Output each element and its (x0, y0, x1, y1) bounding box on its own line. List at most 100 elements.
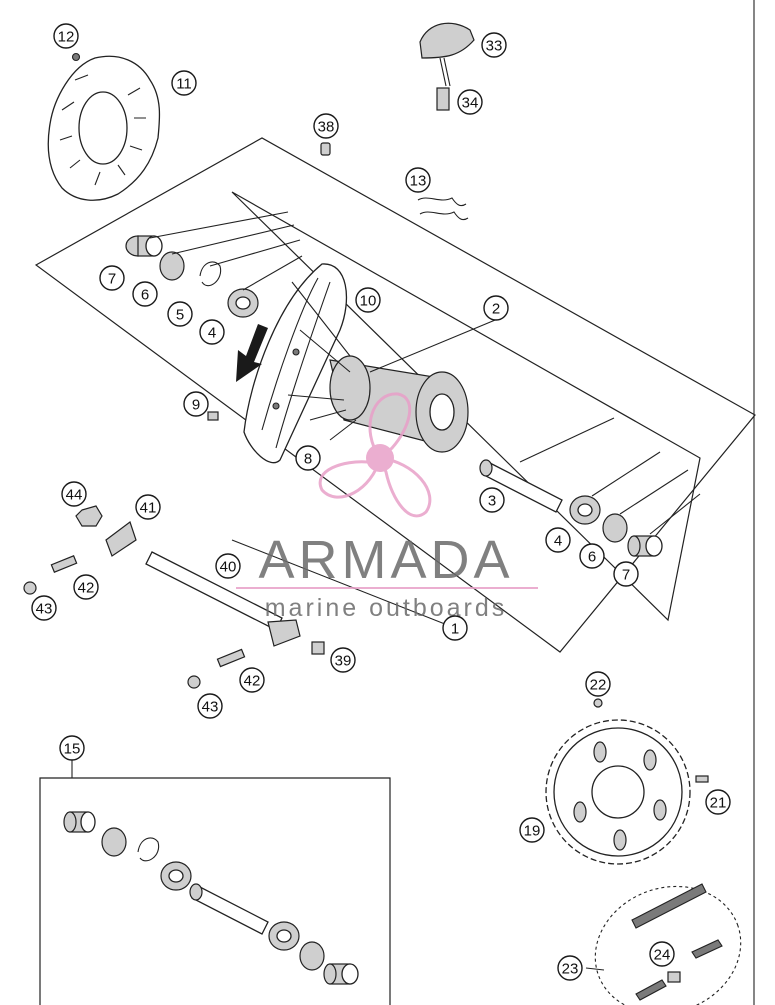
leader-line (369, 317, 501, 373)
callout-circle (239, 667, 265, 693)
guide-line (619, 469, 689, 515)
callout-number: 33 (486, 38, 503, 55)
callout-c11: 11 (171, 70, 197, 96)
chain (631, 883, 723, 1001)
callout-c7b: 7 (613, 561, 639, 587)
inset-bearing (268, 921, 300, 951)
guide-line (209, 239, 301, 267)
callout-number: 2 (492, 301, 500, 318)
callout-c39: 39 (330, 647, 356, 673)
callout-circle (405, 167, 431, 193)
guide-line (591, 451, 661, 497)
wheel-axle (145, 551, 301, 647)
inset-frame (39, 777, 391, 1005)
watermark-subtitle: marine outboards (265, 594, 508, 622)
main-assembly-frame (34, 137, 756, 653)
callout-c22: 22 (585, 671, 611, 697)
propeller-blade (377, 456, 432, 518)
callout-circle (171, 70, 197, 96)
callout-circle (557, 955, 583, 981)
rear-sprocket (545, 719, 691, 865)
callout-c38: 38 (313, 113, 339, 139)
callout-number: 6 (141, 287, 149, 304)
callout-c42a: 42 (73, 574, 99, 600)
callout-c41: 41 (135, 494, 161, 520)
sprocket-screw (695, 775, 709, 783)
callout-c8: 8 (295, 445, 321, 471)
callout-number: 22 (590, 677, 607, 694)
chain-link (667, 971, 681, 983)
rim-tape (417, 197, 469, 221)
callout-number: 1 (451, 621, 459, 638)
brake-disc (47, 55, 161, 201)
callout-number: 13 (410, 173, 427, 190)
callout-number: 11 (176, 76, 192, 93)
callout-c44: 44 (61, 481, 87, 507)
callout-number: 3 (488, 493, 496, 510)
callout-number: 4 (554, 533, 562, 550)
callout-c5: 5 (167, 301, 193, 327)
callout-number: 39 (335, 653, 352, 670)
inset-spacer (323, 963, 359, 985)
callout-number: 23 (562, 961, 579, 978)
inset-seal (299, 941, 325, 971)
inset-circlip (137, 837, 160, 862)
callout-c12: 12 (53, 23, 79, 49)
callout-number: 21 (710, 795, 727, 812)
chain-adjuster (105, 521, 137, 557)
grip-part (419, 22, 475, 111)
callout-number: 9 (192, 397, 200, 414)
callout-number: 42 (244, 673, 261, 690)
callout-number: 24 (654, 947, 671, 964)
callout-c43b: 43 (197, 693, 223, 719)
callout-circle (481, 32, 507, 58)
callout-circle (457, 89, 483, 115)
callout-circle (649, 941, 675, 967)
watermark: ARMADA marine outboards (236, 392, 538, 622)
callout-circle (31, 595, 57, 621)
nut (75, 505, 103, 527)
callout-c23: 23 (557, 955, 583, 981)
callout-circle (53, 23, 79, 49)
guide-line (149, 211, 289, 239)
callout-circle (330, 647, 356, 673)
callout-circle (613, 561, 639, 587)
wheel-rim (243, 263, 347, 464)
callout-c6a: 6 (132, 281, 158, 307)
propeller-blade (318, 455, 383, 499)
inset-seal (101, 827, 127, 857)
left-spacer (125, 235, 163, 257)
callout-circle (479, 487, 505, 513)
callout-circle (167, 301, 193, 327)
watermark-propeller-icon (318, 392, 432, 518)
callout-c40: 40 (215, 553, 241, 579)
callout-circle (61, 481, 87, 507)
callout-circle (135, 494, 161, 520)
callout-number: 44 (66, 487, 83, 504)
chain-loop-frame (594, 885, 742, 1005)
callout-number: 15 (64, 741, 81, 758)
axle-sleeve (479, 459, 563, 513)
callout-c3: 3 (479, 487, 505, 513)
watermark-title: ARMADA (258, 530, 513, 590)
left-seal (159, 251, 185, 281)
adjuster-nut (23, 581, 37, 595)
callout-number: 19 (524, 823, 541, 840)
propeller-blade (368, 392, 412, 461)
callout-circle (197, 693, 223, 719)
adjuster-screw (216, 648, 246, 668)
callout-circle (183, 391, 209, 417)
right-seal (602, 513, 628, 543)
adjuster-nut (187, 675, 201, 689)
callout-circle (73, 574, 99, 600)
callout-circle (355, 287, 381, 313)
callout-circle (313, 113, 339, 139)
callout-number: 42 (78, 580, 95, 597)
plug (311, 641, 325, 655)
callout-c13: 13 (405, 167, 431, 193)
leader-line (231, 539, 456, 629)
sprocket-nut (593, 698, 603, 708)
callout-circle (519, 817, 545, 843)
callout-number: 43 (36, 601, 53, 618)
